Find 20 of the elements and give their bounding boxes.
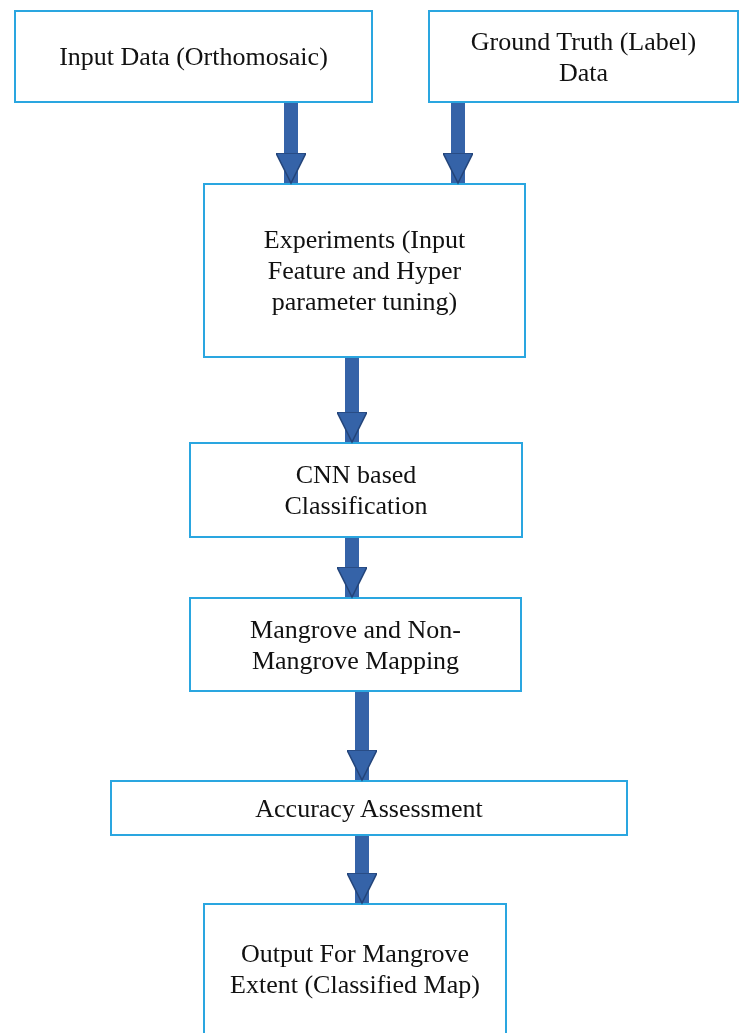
step-label: CNN based Classification bbox=[283, 459, 429, 521]
step-label: Output For Mangrove Extent (Classified Map) bbox=[229, 938, 481, 1000]
arrow bbox=[275, 103, 307, 184]
process-box bbox=[110, 780, 628, 836]
step-label: Experiments (Input Feature and Hyper parameter tuning) bbox=[262, 224, 467, 317]
step-label: Mangrove and Non-Mangrove Mapping bbox=[249, 613, 462, 676]
step-label: Input Data (Orthomosaic) bbox=[59, 41, 328, 72]
arrow bbox=[346, 836, 378, 904]
process-box bbox=[189, 442, 523, 538]
arrow bbox=[442, 103, 474, 184]
process-box bbox=[203, 183, 526, 358]
process-box bbox=[14, 10, 373, 103]
arrow bbox=[336, 358, 368, 443]
process-box bbox=[203, 903, 507, 1033]
step-label: Ground Truth (Label) Data bbox=[469, 25, 698, 88]
process-box bbox=[189, 597, 522, 692]
arrow bbox=[346, 692, 378, 781]
step-label: Accuracy Assessment bbox=[255, 792, 483, 824]
process-box bbox=[428, 10, 739, 103]
arrow bbox=[336, 538, 368, 598]
